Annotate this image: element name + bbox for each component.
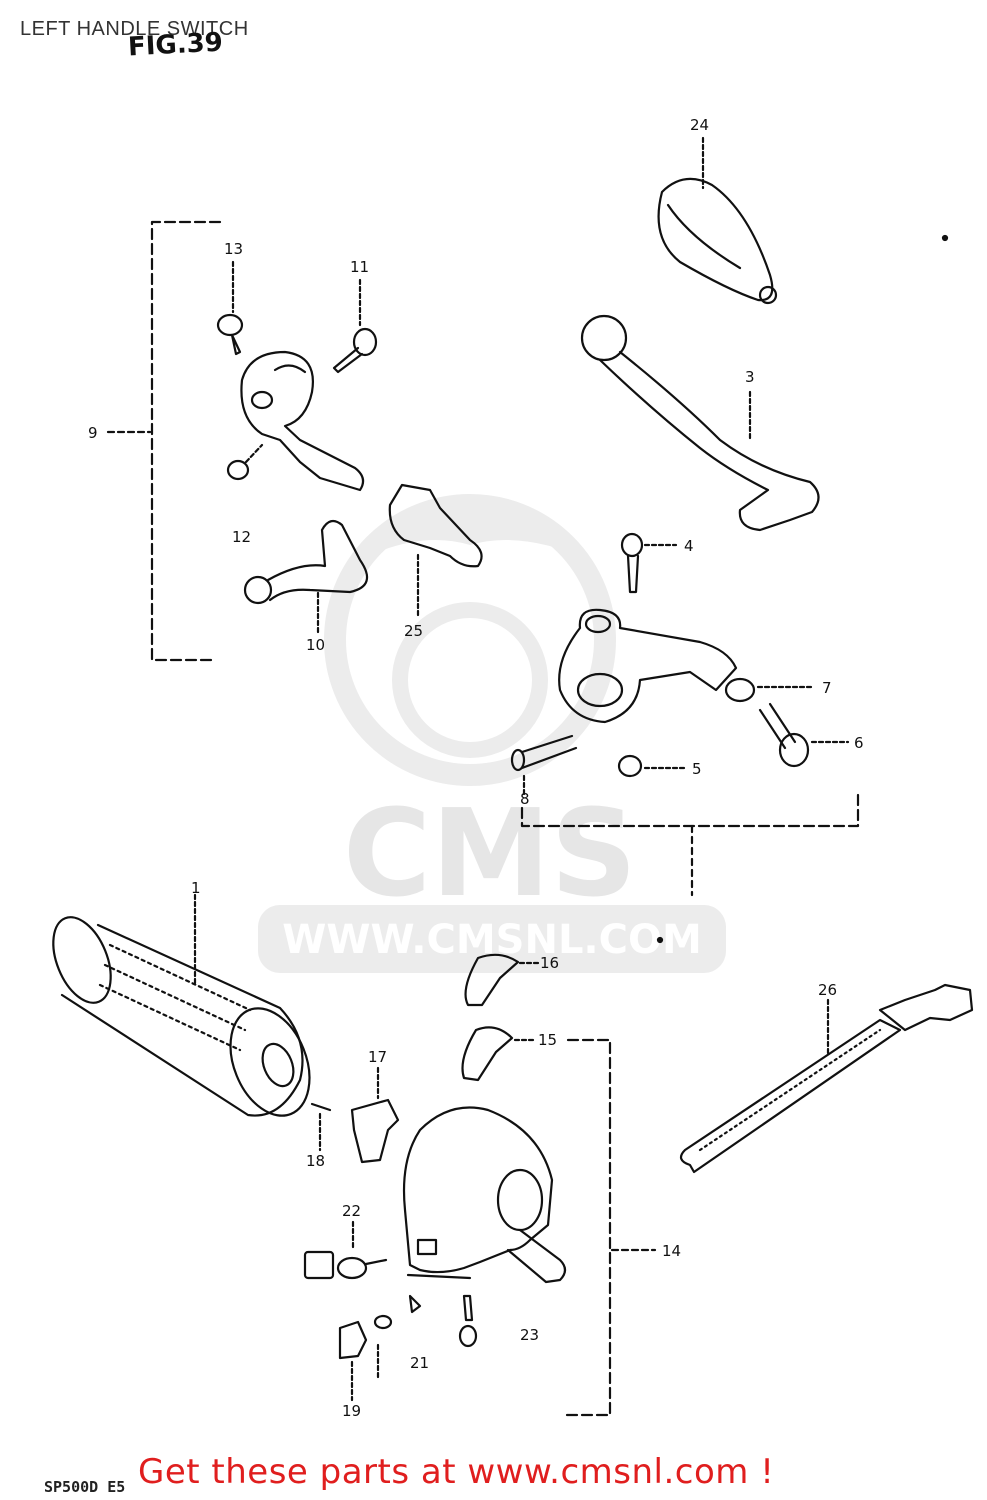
watermark-url: WWW.CMSNL.COM [282, 917, 702, 963]
callout-16: 16 [540, 954, 559, 972]
bolt-6 [758, 702, 850, 768]
lever-10 [243, 519, 369, 634]
lever-cover-24 [657, 136, 778, 305]
knob-15 [461, 1026, 537, 1082]
callout-7: 7 [822, 679, 832, 697]
promo-link[interactable]: Get these parts at www.cmsnl.com ! [138, 1452, 775, 1492]
speck [656, 936, 664, 944]
watermark-url-bar [258, 905, 726, 973]
callouts: 24 13 11 3 9 12 4 10 25 7 6 5 8 1 16 26 … [88, 116, 864, 1420]
knob-16 [464, 953, 540, 1007]
callout-15: 15 [538, 1031, 557, 1049]
nut-12 [226, 443, 264, 481]
callout-13: 13 [224, 240, 243, 258]
lever-holder [240, 350, 365, 492]
watermark-brand: CMS [343, 785, 637, 924]
callout-22: 22 [342, 1202, 361, 1220]
callout-6: 6 [854, 734, 864, 752]
speck [941, 234, 949, 242]
bracket-25 [388, 483, 483, 620]
callout-11: 11 [350, 258, 369, 276]
pin-18 [310, 1102, 332, 1152]
bolt-11 [332, 278, 378, 374]
diagram-code: SP500D E5 [44, 1478, 126, 1496]
callout-1: 1 [191, 879, 201, 897]
button-17 [350, 1066, 400, 1164]
watermark-mascot-face [392, 602, 548, 758]
callout-5: 5 [692, 760, 702, 778]
pin-8 [510, 734, 578, 797]
callout-14: 14 [662, 1242, 681, 1260]
watermark-mascot-hair [360, 515, 590, 560]
strap-26 [679, 983, 974, 1174]
callout-17: 17 [368, 1048, 387, 1066]
screw-4 [620, 532, 678, 594]
washer-7 [724, 677, 814, 703]
callout-18: 18 [306, 1152, 325, 1170]
screw-23 [458, 1294, 478, 1348]
bracket-14-side [563, 1038, 612, 1417]
callout-4: 4 [684, 537, 694, 555]
callout-9: 9 [88, 424, 98, 442]
watermark: CMS WWW.CMSNL.COM [258, 494, 726, 973]
clutch-lever-3 [580, 314, 820, 532]
watermark-mascot-head [324, 494, 616, 786]
callout-21: 21 [410, 1354, 429, 1372]
lever-bracket [558, 608, 738, 724]
bracket-9 [150, 220, 222, 662]
page-title: LEFT HANDLE SWITCH [20, 18, 249, 40]
callout-19: 19 [342, 1402, 361, 1420]
callout-24: 24 [690, 116, 709, 134]
callout-10: 10 [306, 636, 325, 654]
bolt-13 [216, 260, 244, 356]
callout-25: 25 [404, 622, 423, 640]
callout-3: 3 [745, 368, 755, 386]
callout-12: 12 [232, 528, 251, 546]
nut-5 [617, 754, 688, 778]
switch-22 [303, 1220, 388, 1280]
callout-23: 23 [520, 1326, 539, 1344]
parts-19-21 [338, 1294, 422, 1402]
grip-1 [52, 893, 311, 1117]
switch-housing [402, 1106, 567, 1284]
callout-26: 26 [818, 981, 837, 999]
bracket-14-top [520, 788, 860, 828]
callout-8: 8 [520, 790, 530, 808]
